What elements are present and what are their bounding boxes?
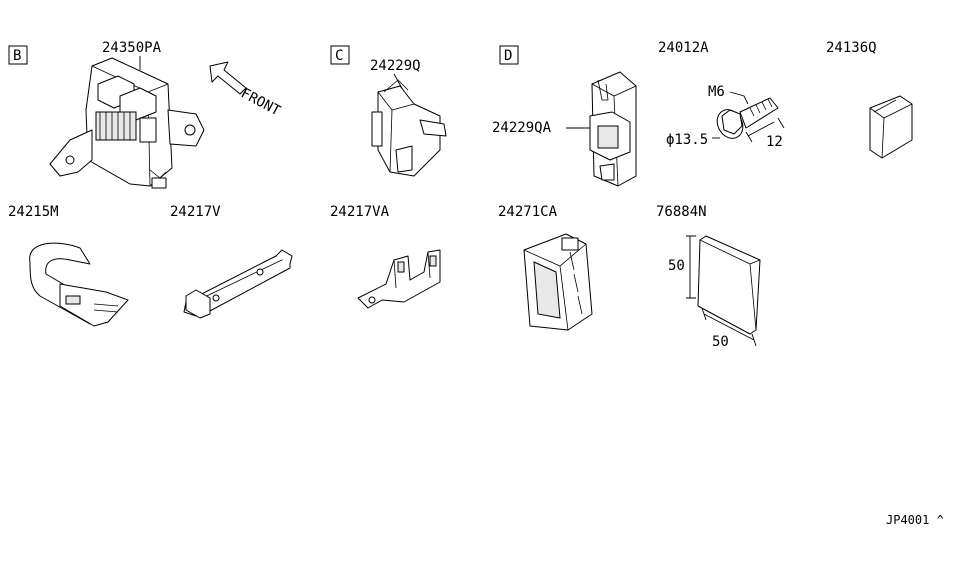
pad-76884N-drawing [697, 235, 761, 335]
bracket-24229QA-drawing [589, 71, 637, 187]
part-76884N: 76884N 50 50 [656, 204, 761, 350]
bolt-diameter-label: ϕ13.5 [666, 132, 708, 148]
dim-bolt-length [745, 117, 785, 143]
part-24215M: 24215M [8, 204, 129, 327]
label-24229Q: 24229Q [370, 58, 421, 74]
clip-24215M-drawing [29, 242, 129, 327]
label-24136Q: 24136Q [826, 40, 877, 56]
section-d: D [499, 45, 519, 65]
dim-pad-width [701, 307, 757, 347]
bolt-size-label: M6 [708, 84, 725, 100]
bolt-24012A-drawing [716, 97, 779, 139]
reference-code: JP4001 ^ [886, 513, 944, 527]
bracket-24217VA-drawing [357, 249, 441, 309]
bolt-length-label: 12 [766, 134, 783, 150]
section-c: C [330, 45, 350, 65]
part-24350PA: 24350PA [49, 40, 205, 189]
label-76884N: 76884N [656, 204, 707, 220]
label-24012A: 24012A [658, 40, 709, 56]
label-24215M: 24215M [8, 204, 59, 220]
section-c-letter: C [335, 48, 343, 64]
front-indicator: FRONT [209, 61, 283, 120]
part-24217V: 24217V [170, 204, 293, 319]
section-b-letter: B [13, 48, 21, 64]
section-b: B [8, 45, 28, 65]
part-24136Q: 24136Q [826, 40, 913, 159]
label-24229QA: 24229QA [492, 120, 552, 136]
section-b-box [8, 45, 28, 65]
leader-bolt-size [729, 91, 749, 105]
section-c-box [330, 45, 350, 65]
label-24217VA: 24217VA [330, 204, 390, 220]
front-arrow-icon [209, 61, 247, 95]
label-24271CA: 24271CA [498, 204, 558, 220]
part-24012A: 24012A M6 ϕ13.5 12 [658, 40, 785, 150]
part-24229Q: 24229Q [370, 58, 447, 177]
pad-height-label: 50 [668, 258, 685, 274]
front-label: FRONT [238, 85, 283, 119]
bracket-24217V-drawing [183, 249, 293, 319]
part-24229QA: 24229QA [492, 71, 637, 187]
cap-24136Q-drawing [869, 95, 913, 159]
bracket-24229Q-drawing [371, 79, 447, 177]
pad-width-label: 50 [712, 334, 729, 350]
part-24271CA: 24271CA [498, 204, 593, 331]
label-24350PA: 24350PA [102, 40, 162, 56]
section-d-letter: D [504, 48, 512, 64]
label-24217V: 24217V [170, 204, 221, 220]
frame-24271CA-drawing [523, 233, 593, 331]
section-d-box [499, 45, 519, 65]
module-24350PA-drawing [49, 57, 205, 189]
part-24217VA: 24217VA [330, 204, 441, 309]
dim-pad-height [686, 235, 696, 299]
